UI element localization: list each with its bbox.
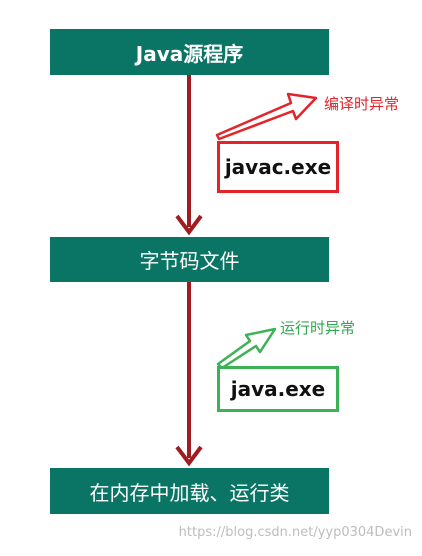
compile-exception-arrow	[215, 92, 318, 141]
compile-exception-label: 编译时异常	[324, 95, 400, 113]
load-run-class-label: 在内存中加载、运行类	[89, 480, 290, 505]
bytecode-file-box: 字节码文件	[50, 237, 329, 282]
runtime-exception-arrow	[216, 327, 277, 370]
java-source-label: Java源程序	[135, 41, 244, 66]
load-run-class-box: 在内存中加载、运行类	[50, 468, 329, 514]
java-box: java.exe	[217, 366, 339, 412]
java-label: java.exe	[230, 377, 326, 401]
flow-arrowhead-2	[175, 445, 203, 467]
watermark-text: https://blog.csdn.net/yyp0304Devin	[178, 525, 412, 540]
flow-arrowhead-1	[175, 214, 203, 236]
bytecode-file-label: 字节码文件	[139, 249, 240, 273]
runtime-exception-label: 运行时异常	[280, 319, 356, 337]
javac-box: javac.exe	[217, 141, 339, 193]
java-source-box: Java源程序	[50, 29, 329, 75]
javac-label: javac.exe	[224, 155, 332, 179]
